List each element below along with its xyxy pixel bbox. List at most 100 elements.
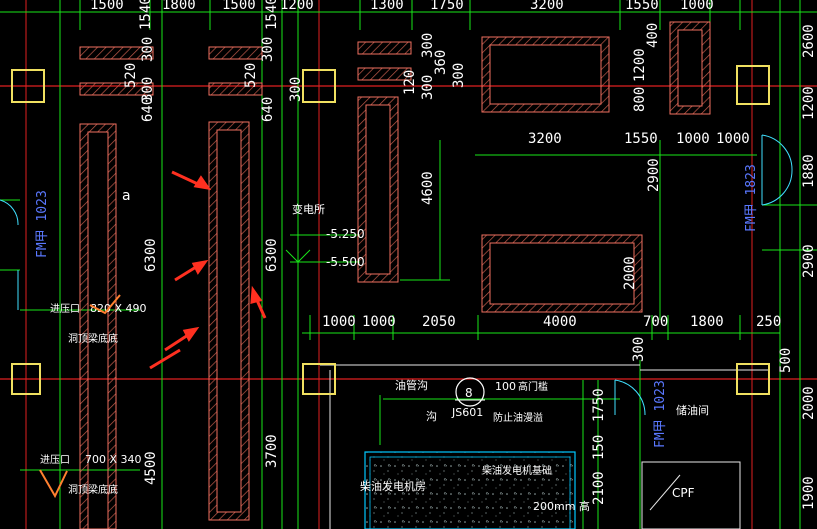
oil-pit-label: 油管沟: [395, 378, 428, 392]
top-dim: 1540: [138, 0, 154, 30]
transformer-room-label: 变电所: [292, 202, 325, 216]
vdim: 300: [420, 33, 436, 58]
door-labels: FM甲 1023 FM甲 1823 FM甲 1023: [35, 164, 759, 448]
rdim: 2900: [801, 244, 817, 278]
arrow-2: [174, 259, 209, 282]
upper-vertical-dims: 300 520 300 640 300 520 300 640 300 120 …: [123, 23, 661, 122]
door-label-left: FM甲 1023: [35, 190, 50, 258]
labels: 变电所 -5.250 -5.500 a 进压口 820 X 490 洞顶梁底底 …: [39, 188, 709, 513]
pit-dim-label: 100: [495, 380, 516, 393]
long-vertical-dims: 6300 6300 4500 3700: [143, 238, 280, 485]
elevation-label: -5.250: [326, 227, 365, 241]
columns: [11, 65, 770, 395]
vdim: 300: [140, 77, 156, 102]
cpf-label: CPF: [672, 486, 695, 500]
annotation-arrows: [149, 170, 267, 370]
shaft-note: 洞顶梁底底: [68, 483, 118, 496]
shaft-label: 进压口: [40, 454, 70, 466]
rdim: 500: [778, 348, 794, 373]
generator-base-label: 柴油发电机基础: [482, 464, 552, 477]
vdim: 360: [433, 50, 449, 75]
vdim: 400: [645, 23, 661, 48]
rdim: 2600: [801, 24, 817, 58]
vdim: 3700: [264, 434, 280, 468]
vdim: 4600: [420, 171, 436, 205]
vdim: 300: [451, 63, 467, 88]
low-dim: 1800: [690, 314, 724, 330]
vdim: 120: [402, 70, 418, 95]
mid-dim: 1000: [676, 131, 710, 147]
hatched-beams: [79, 41, 412, 96]
vdim: 300: [420, 75, 436, 100]
vdim: 6300: [264, 238, 280, 272]
mid-dim: 1000: [716, 131, 750, 147]
top-dim: 1800: [162, 0, 196, 13]
vdim: 640: [140, 97, 156, 122]
vdim: 300: [260, 37, 276, 62]
grid-number: 8: [465, 386, 473, 400]
vdim: 2100: [591, 471, 607, 505]
vdim: 6300: [143, 238, 159, 272]
vdim: 2900: [646, 158, 662, 192]
ditch-label: 沟: [426, 410, 437, 423]
vdim: 4500: [143, 451, 159, 485]
js601-label: JS601: [451, 406, 483, 419]
rdim: 1880: [801, 154, 817, 188]
shaft-size: 700 X 340: [85, 453, 142, 466]
middle-dimension-texts: 3200 1550 1000 1000 4600 2900 2000: [420, 131, 750, 290]
door-swings: [0, 134, 793, 416]
right-dimension-texts: 2600 1200 1880 2900 500 2000 1900: [778, 24, 817, 510]
low-dim: 700: [643, 314, 668, 330]
vdim: 2000: [622, 256, 638, 290]
arrow-3: [164, 326, 200, 352]
top-dim: 1550: [625, 0, 659, 13]
vdim: 300: [140, 37, 156, 62]
rdim: 1900: [801, 476, 817, 510]
door-label-right-top: FM甲 1823: [744, 164, 759, 232]
low-dim: 2050: [422, 314, 456, 330]
vdim: 150: [591, 435, 607, 460]
vdim: 1750: [591, 388, 607, 422]
letter-label: a: [122, 188, 131, 204]
generator-base-panel: [364, 451, 576, 529]
lower-walls: [320, 364, 770, 529]
vdim: 520: [243, 63, 259, 88]
top-dim: 1500: [222, 0, 256, 13]
top-dim: 1500: [90, 0, 124, 13]
axis-lines-vertical: [25, 0, 753, 529]
rdim: 1200: [801, 86, 817, 120]
top-dim: 1300: [370, 0, 404, 13]
rdim: 2000: [801, 386, 817, 420]
low-dim: 1000: [362, 314, 396, 330]
top-dimension-texts: 1500 1540 1800 1500 1540 1200 1300 1750 …: [90, 0, 714, 30]
axis-lines: [0, 85, 817, 380]
top-dim: 1540: [264, 0, 280, 30]
arrow-5: [250, 285, 267, 319]
low-dim: 250: [756, 314, 781, 330]
generator-room-label: 柴油发电机房: [360, 479, 426, 493]
vdim: 520: [123, 63, 139, 88]
low-dim: 1000: [322, 314, 356, 330]
elevation-label: -5.500: [326, 255, 365, 269]
lower-dimension-texts: 1000 1000 2050 4000 700 1800 250: [322, 314, 781, 330]
pit-ladder-label: 高门槛: [518, 380, 548, 393]
vdim: 300: [631, 337, 647, 362]
low-dim: 4000: [543, 314, 577, 330]
top-dim: 3200: [530, 0, 564, 13]
mid-dim: 1550: [624, 131, 658, 147]
vdim: 800: [632, 87, 648, 112]
door-label-right-mid: FM甲 1023: [653, 380, 668, 448]
top-dim: 1200: [280, 0, 314, 13]
oil-room-label: 储油间: [676, 403, 709, 417]
top-dim: 1000: [680, 0, 714, 13]
vdim: 300: [288, 77, 304, 102]
grid-bubble: [455, 377, 485, 407]
arrow-1: [171, 170, 212, 191]
js-note: 防止油漫溢: [493, 411, 543, 424]
vdim: 1200: [632, 48, 648, 82]
top-dim: 1750: [430, 0, 464, 13]
pit-outlines: [79, 21, 711, 529]
curb-label: 200mm 高: [533, 499, 590, 513]
